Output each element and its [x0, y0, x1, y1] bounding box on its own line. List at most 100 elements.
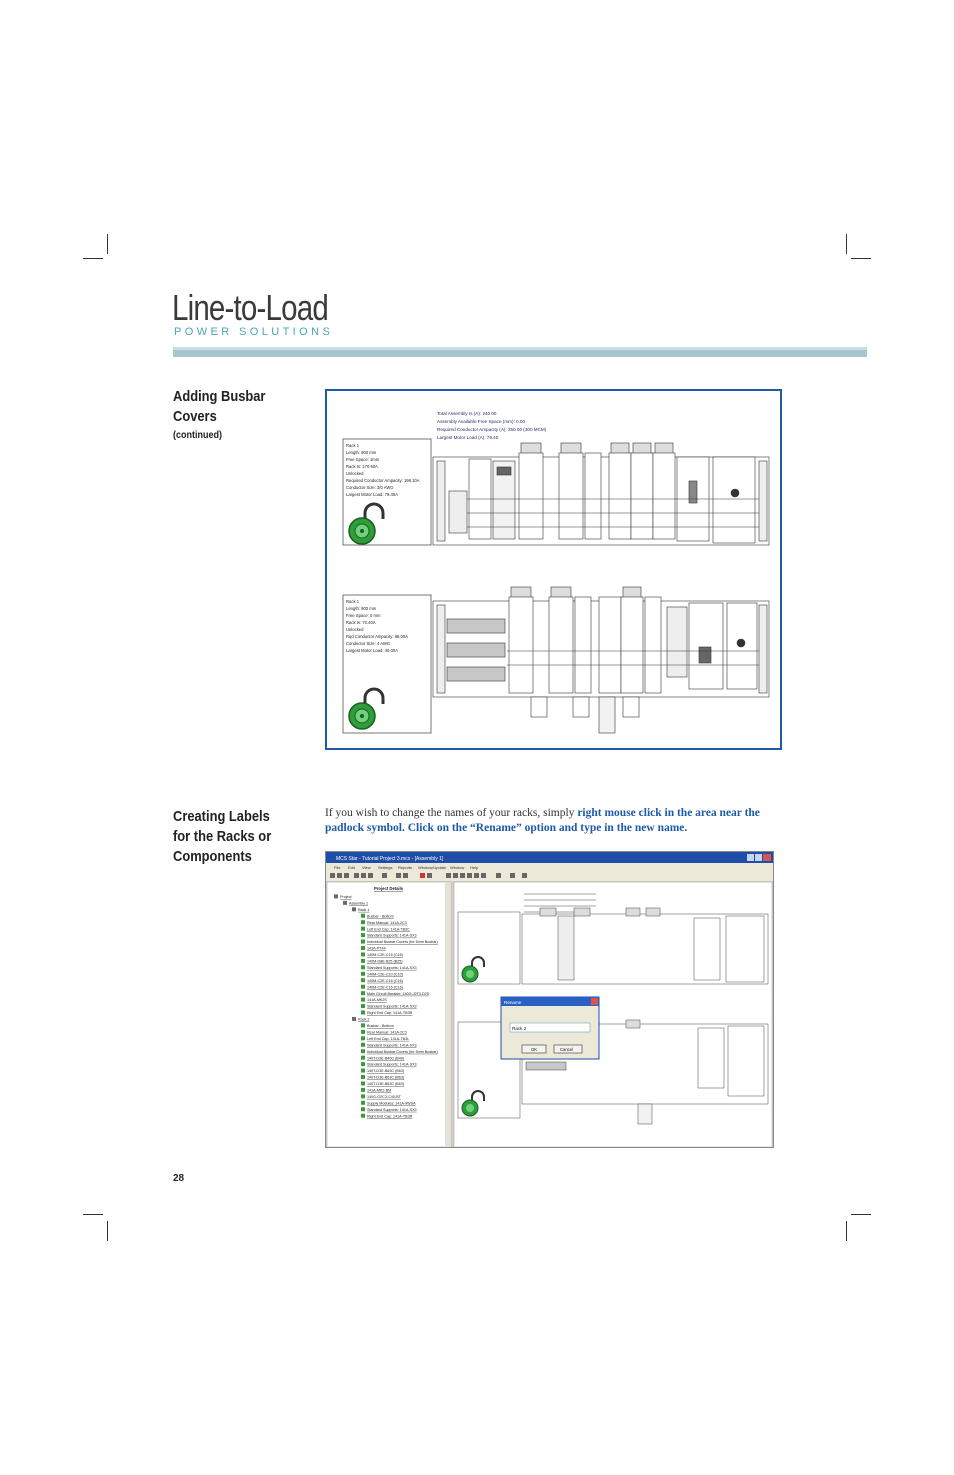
menu-item-settings[interactable]: Settings — [378, 865, 392, 870]
crop-mark — [107, 1221, 108, 1241]
tree-item[interactable]: Right End Cap: 141A-TB3R — [367, 1114, 413, 1118]
tree-node-icon — [361, 1055, 365, 1060]
section-title: Creating Labels for the Racks or Compone… — [173, 807, 271, 867]
minimize-button[interactable] — [747, 854, 754, 861]
tree-item[interactable]: 141A-MK2S — [367, 998, 387, 1002]
tree-item[interactable]: 140T-D3E-B63C (B63) — [367, 1076, 404, 1080]
window-title: MCS Star - Tutorial Project 3.mcs - [Ass… — [336, 856, 444, 862]
tree-item[interactable]: Supply Modules: 141A-9WSA — [367, 1101, 416, 1105]
tree-item[interactable]: Busbar - Bottom — [367, 914, 394, 918]
tree-item[interactable]: 140T-D3E-B63C (B63) — [367, 1082, 404, 1086]
rack-info-line: Rqd Conductor Ampacity: 88.00A — [346, 634, 408, 639]
tree-node-icon — [361, 1049, 365, 1054]
tree-node-icon — [361, 971, 365, 976]
menu-item-edit[interactable]: Edit — [348, 865, 356, 870]
tree-item[interactable]: 140T-D3E-B40C (B40) — [367, 1056, 404, 1060]
ok-button-label: OK — [531, 1047, 537, 1052]
cancel-button[interactable] — [553, 1044, 583, 1054]
tree-item[interactable]: Standard Supports: 141A-SX3 — [367, 966, 417, 970]
tree-item[interactable]: Rack 1 — [358, 908, 369, 912]
padlock-icon[interactable] — [348, 502, 385, 545]
tree-item[interactable]: Individual Busbar Covers (for 5mm Busbar… — [367, 940, 438, 944]
tree-item[interactable]: Right End Cap: 141A-TB3R — [367, 1011, 413, 1015]
tree-item[interactable]: 140T-D3E-B63C (B63) — [367, 1069, 404, 1073]
tree-item[interactable]: 140M-D8E-B25 (B25) — [367, 960, 402, 964]
menu-item-reports[interactable]: Reports — [398, 865, 412, 870]
rack-info-line: Conductor Size: 3/0 AWG — [346, 485, 394, 490]
rack-2-drawing — [432, 586, 770, 734]
tree-node-icon — [361, 946, 365, 950]
tree-item[interactable]: 140M-C2E-C16 (C16) — [367, 953, 403, 957]
tree-item[interactable]: Standard Supports: 141A-SX3 — [367, 1043, 417, 1047]
tree-item[interactable]: Individual Busbar Covers (for 5mm Busbar… — [367, 1050, 438, 1054]
menu-item-view[interactable]: View — [362, 865, 371, 870]
tree-node-icon — [361, 1042, 365, 1047]
tree-item[interactable]: Rear Manual: 141A-2C3 — [367, 1030, 407, 1034]
tree-item[interactable]: Busbar - Bottom — [367, 1024, 394, 1028]
title-bar — [326, 852, 773, 863]
close-button[interactable] — [763, 854, 771, 861]
tree-node-icon — [361, 984, 365, 989]
tree-item[interactable]: 140M-C2E-C10 (C10) — [367, 972, 403, 976]
tree-node-icon — [361, 1062, 365, 1067]
menu-item-help[interactable]: Help — [470, 865, 479, 870]
crop-mark — [846, 1221, 847, 1241]
tree-scrollbar[interactable] — [445, 882, 451, 1147]
section-title-line: Creating Labels — [173, 808, 270, 825]
tree-node-icon — [361, 913, 365, 918]
tree-header: Project Details — [374, 886, 404, 891]
crop-mark — [846, 234, 847, 254]
tree-node-icon — [361, 1087, 365, 1092]
maximize-button[interactable] — [755, 854, 762, 861]
tree-item[interactable]: 141A-MK2-BM — [367, 1089, 391, 1093]
logo-title: Line-to-Load — [172, 287, 329, 328]
ok-button[interactable] — [521, 1044, 547, 1054]
padlock-icon[interactable] — [461, 956, 485, 983]
tree-node-icon — [361, 920, 365, 925]
tree-node-icon — [361, 933, 365, 938]
tree-item[interactable]: Standard Supports: 141A-SX3 — [367, 1005, 417, 1009]
body-text-plain: If you wish to change the names of your … — [325, 807, 578, 819]
tree-item[interactable]: Standard Supports: 141A-SX3 — [367, 934, 417, 938]
section-title-line: Components — [173, 848, 252, 865]
tree-item[interactable]: 140M-C2E-C16 (C16) — [367, 979, 403, 983]
rack-1-drawing — [432, 442, 770, 546]
rack-info-line: Rack Is: 170.50A — [346, 464, 378, 469]
tree-item[interactable]: Left End Cap: 141A-TB3L — [367, 1037, 409, 1041]
app-window: MCS Star - Tutorial Project 3.mcs - [Ass… — [326, 852, 773, 1147]
crop-mark — [83, 258, 103, 259]
page-number: 28 — [173, 1173, 185, 1184]
tree-item[interactable]: Assembly 1 — [349, 901, 368, 905]
tree-node-icon — [361, 991, 365, 996]
tree-item[interactable]: Project — [340, 895, 351, 899]
padlock-icon[interactable] — [461, 1090, 485, 1117]
rename-input[interactable] — [509, 1022, 591, 1033]
rack-info-line: Length: 900 mm — [346, 606, 377, 611]
tree-node-icon — [361, 926, 365, 931]
tree-item[interactable]: Rear Manual: 141A-2C3 — [367, 921, 407, 925]
menu-item-window[interactable]: Window — [450, 865, 464, 870]
tree-node-icon — [352, 1016, 356, 1021]
tree-node-icon — [361, 1029, 365, 1034]
tree-item[interactable]: Left End Cap: 141A-TB3C — [367, 927, 410, 931]
info-line: Required Conductor Ampacity (A): 250.00 … — [437, 427, 547, 432]
rack-info-line: Rack 1 — [346, 599, 360, 604]
menu-item-window-update[interactable]: Window/Update — [418, 865, 447, 870]
tree-item[interactable]: 141A-PT44 — [367, 947, 386, 951]
tree-node-icon — [361, 1075, 365, 1079]
info-line: Total Assembly Is (A): 240.00 — [437, 411, 497, 416]
dialog-close-button[interactable] — [591, 998, 598, 1005]
tree-item[interactable]: 140G-G2C3-C40-BT — [367, 1095, 402, 1099]
tree-item[interactable]: Standard Supports: 141A-SX3 — [367, 1063, 417, 1067]
info-line: Assembly Available Free Space (mm): 0.00 — [437, 419, 525, 424]
toolbar-icons[interactable] — [330, 873, 527, 878]
tree-item[interactable]: 140M-C2E-C16 (C16) — [367, 985, 403, 989]
crop-mark — [851, 258, 871, 259]
tree-node-icon — [361, 958, 365, 963]
tree-item[interactable]: Standard Supports: 141A-SX3 — [367, 1108, 417, 1112]
padlock-icon[interactable] — [348, 687, 385, 730]
tree-node-icon — [361, 1113, 365, 1118]
tree-item[interactable]: Rack 2 — [358, 1018, 369, 1022]
tree-item[interactable]: Main Circuit Breaker: 140G-J2F3-D25 — [367, 992, 429, 996]
menu-item-file[interactable]: File — [334, 865, 341, 870]
